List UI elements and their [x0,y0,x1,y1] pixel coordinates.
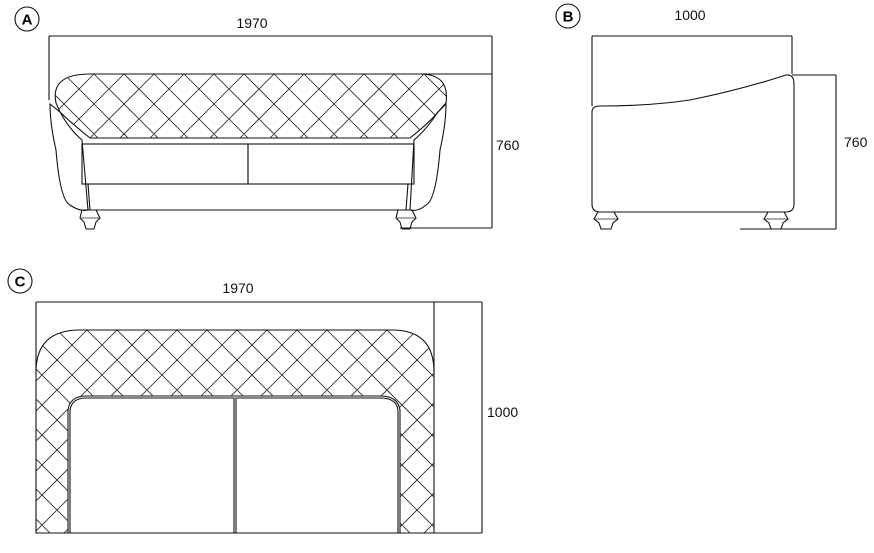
height-dimension-b: 760 [740,74,868,230]
badge-c: C [7,268,33,294]
height-label-a: 760 [496,137,520,153]
width-label-a: 1970 [236,15,267,31]
tuft-lines [55,74,447,138]
tufted-pattern-c [36,330,434,533]
svg-text:C: C [15,274,26,291]
depth-dimension-b: 1000 [591,7,793,106]
front-view: A 1970 760 [14,6,520,230]
tuft-lines [36,330,434,533]
tufted-pattern-a [55,74,447,138]
top-view: C 1970 1000 [7,268,518,534]
depth-label-b: 1000 [674,7,705,23]
height-dimension-a: 760 [400,73,520,229]
depth-dimension-c: 1000 [392,301,518,534]
width-dimension-c: 1970 [35,280,435,372]
svg-text:A: A [22,12,33,29]
side-view: B 1000 760 [555,3,868,230]
badge-a: A [14,6,40,32]
depth-label-c: 1000 [487,404,518,420]
height-label-b: 760 [844,134,868,150]
sofa-top-outline [35,329,435,534]
width-dimension-a: 1970 [48,15,493,228]
svg-text:B: B [563,9,574,26]
width-label-c: 1970 [222,280,253,296]
badge-b: B [555,3,581,29]
sofa-side-outline [591,74,795,230]
sofa-front-outline [49,73,448,230]
